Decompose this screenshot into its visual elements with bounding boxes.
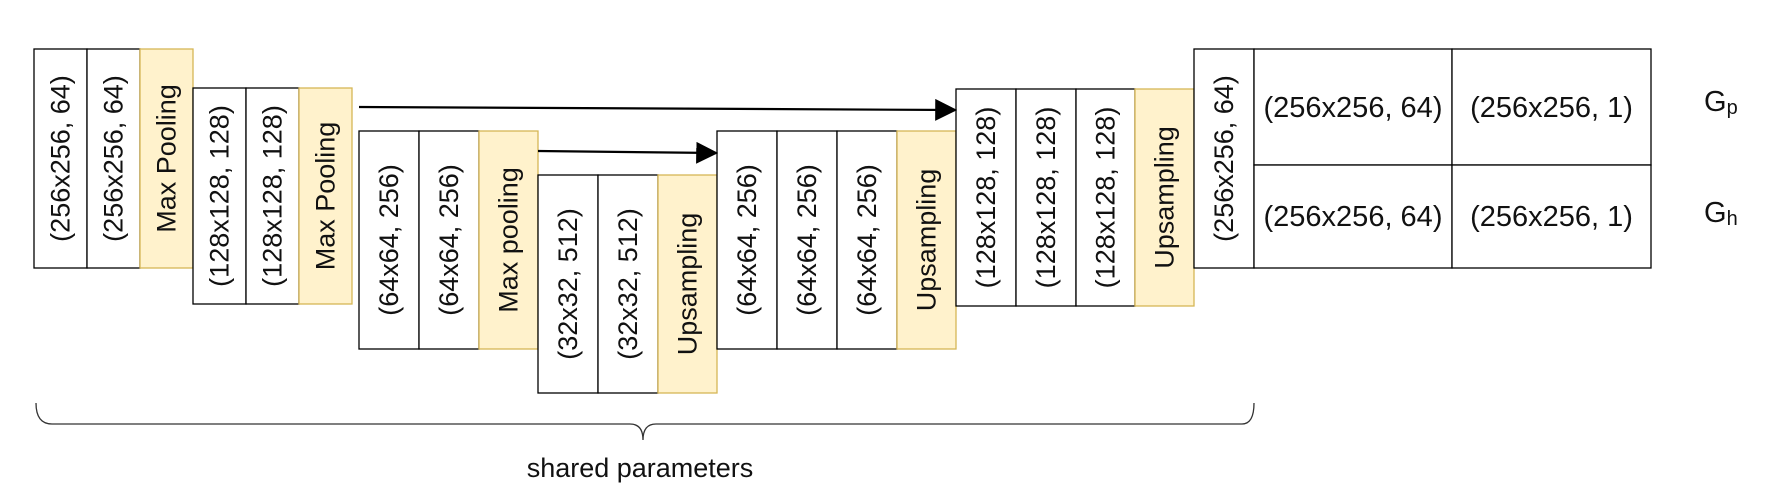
head-p-name-letter: G [1704,86,1727,118]
dec1-conv2-label: (64x64, 256) [792,164,822,316]
enc3-pool-label: Max pooling [494,167,524,313]
enc1-conv2-box [86,48,141,269]
dec2-conv2-label: (128x128, 128) [1031,107,1061,289]
bottleneck-conv1-label: (32x32, 512) [553,208,583,360]
dec2-conv1-box [955,88,1017,307]
head-h-subscript: h [1727,208,1738,230]
enc2-conv2-label: (128x128, 128) [258,105,288,287]
decoder-stage-2: (128x128, 128) (128x128, 128) (128x128, … [955,88,1195,307]
bottleneck-upsample-box [657,174,718,394]
shared-parameters-label: shared parameters [527,453,754,483]
dec1-conv1-label: (64x64, 256) [732,164,762,316]
decoder-stage-1: (64x64, 256) (64x64, 256) (64x64, 256) U… [716,130,957,350]
enc3-pool-box [478,130,539,350]
head-p-cell-2 [1451,48,1652,166]
bottleneck-conv1-box [537,174,599,394]
dec1-conv3-label: (64x64, 256) [852,164,882,316]
enc1-conv1-label: (256x256, 64) [46,75,76,242]
dec2-conv3-box [1075,88,1136,307]
enc3-conv1-box [358,130,420,350]
enc3-conv1-label: (64x64, 256) [374,164,404,316]
enc2-conv1-box [192,87,247,305]
dec2-conv2-box [1015,88,1077,307]
enc1-conv1-box [33,48,88,269]
bottleneck-stage: (32x32, 512) (32x32, 512) Upsampling [537,174,718,394]
head-h-cell-1-label: (256x256, 64) [1264,201,1443,233]
dec3-conv1-label: (256x256, 64) [1209,75,1239,242]
enc3-conv2-label: (64x64, 256) [434,164,464,316]
skip-connection-arrow-2 [537,141,719,164]
decoder-stage-3: (256x256, 64) [1193,48,1255,269]
dec2-conv3-label: (128x128, 128) [1091,107,1121,289]
head-h-name-letter: G [1704,197,1727,229]
enc2-conv2-box [245,87,300,305]
dec2-upsample-label: Upsampling [1150,126,1180,269]
enc1-pool-label: Max Pooling [152,84,182,233]
head-p-subscript: p [1727,97,1738,119]
dec1-conv2-box [776,130,838,350]
head-h-cell-2 [1451,164,1652,269]
dec1-conv1-box [716,130,778,350]
dec2-upsample-box [1134,88,1195,307]
enc1-pool-box [139,48,194,269]
bottleneck-conv2-label: (32x32, 512) [613,208,643,360]
dec2-conv1-label: (128x128, 128) [971,107,1001,289]
enc2-conv1-label: (128x128, 128) [205,105,235,287]
encoder-stage-1: (256x256, 64) (256x256, 64) Max Pooling [33,48,194,269]
head-h-name: Gh [1704,197,1738,230]
bottleneck-upsample-label: Upsampling [673,213,703,356]
head-p-cell-1-label: (256x256, 64) [1264,92,1443,124]
head-h-cell-2-label: (256x256, 1) [1470,201,1633,233]
encoder-stage-3: (64x64, 256) (64x64, 256) Max pooling [358,130,539,350]
dec1-upsample-box [896,130,957,350]
head-p-cell-2-label: (256x256, 1) [1470,92,1633,124]
encoder-stage-2: (128x128, 128) (128x128, 128) Max Poolin… [192,87,353,305]
dec1-upsample-label: Upsampling [912,169,942,312]
dec3-conv1-box [1193,48,1255,269]
enc3-conv2-box [418,130,480,350]
enc1-conv2-label: (256x256, 64) [99,75,129,242]
skip-connection-arrow-1 [358,98,958,121]
enc2-pool-label: Max Pooling [311,122,341,271]
enc2-pool-box [298,87,353,305]
shared-parameters-brace [35,402,1255,441]
head-p-name: Gp [1704,86,1738,119]
head-p-cell-1 [1253,48,1453,166]
output-heads-table: (256x256, 64) (256x256, 1) (256x256, 64)… [1253,48,1738,269]
